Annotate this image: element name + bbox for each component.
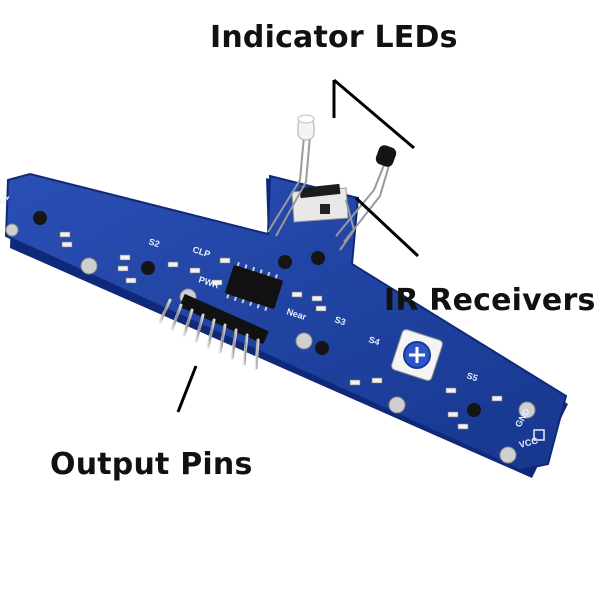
pointer-indicator-right bbox=[333, 78, 415, 150]
indicator-led bbox=[297, 114, 315, 141]
ir-receivers-label: IR Receivers bbox=[384, 283, 596, 318]
mounting-hole bbox=[388, 396, 406, 414]
ir-receiver-component bbox=[375, 145, 397, 167]
smd-components bbox=[59, 231, 503, 430]
callout-lines bbox=[176, 78, 420, 413]
ir-sensor bbox=[315, 341, 329, 355]
ir-sensor bbox=[467, 403, 481, 417]
vcc-pad bbox=[533, 429, 545, 441]
silk-s4: S4 bbox=[367, 334, 381, 347]
ir-sensor bbox=[33, 211, 47, 225]
mounting-hole bbox=[80, 257, 98, 275]
mounting-hole bbox=[499, 446, 517, 464]
pcb-board bbox=[4, 172, 568, 472]
output-header bbox=[158, 293, 269, 370]
silk-s3: S3 bbox=[333, 314, 347, 327]
pointer-output-pins bbox=[176, 365, 198, 413]
bump-switch bbox=[291, 183, 349, 223]
potentiometer bbox=[391, 329, 443, 381]
ir-sensor bbox=[311, 251, 325, 265]
ic-chip bbox=[225, 261, 283, 311]
mounting-hole bbox=[295, 332, 313, 350]
ir-sensor bbox=[141, 261, 155, 275]
pointer-ir-receivers bbox=[354, 196, 420, 258]
silk-s5: S5 bbox=[465, 370, 479, 383]
mounting-hole bbox=[5, 223, 19, 237]
mounting-hole bbox=[518, 401, 536, 419]
ir-sensor bbox=[278, 255, 292, 269]
silk-s1: S1 bbox=[0, 192, 11, 207]
silk-s2: S2 bbox=[147, 236, 161, 249]
output-pins-label: Output Pins bbox=[50, 447, 253, 482]
ir-sensor-row bbox=[33, 211, 481, 417]
indicator-leds-label: Indicator LEDs bbox=[210, 20, 458, 55]
